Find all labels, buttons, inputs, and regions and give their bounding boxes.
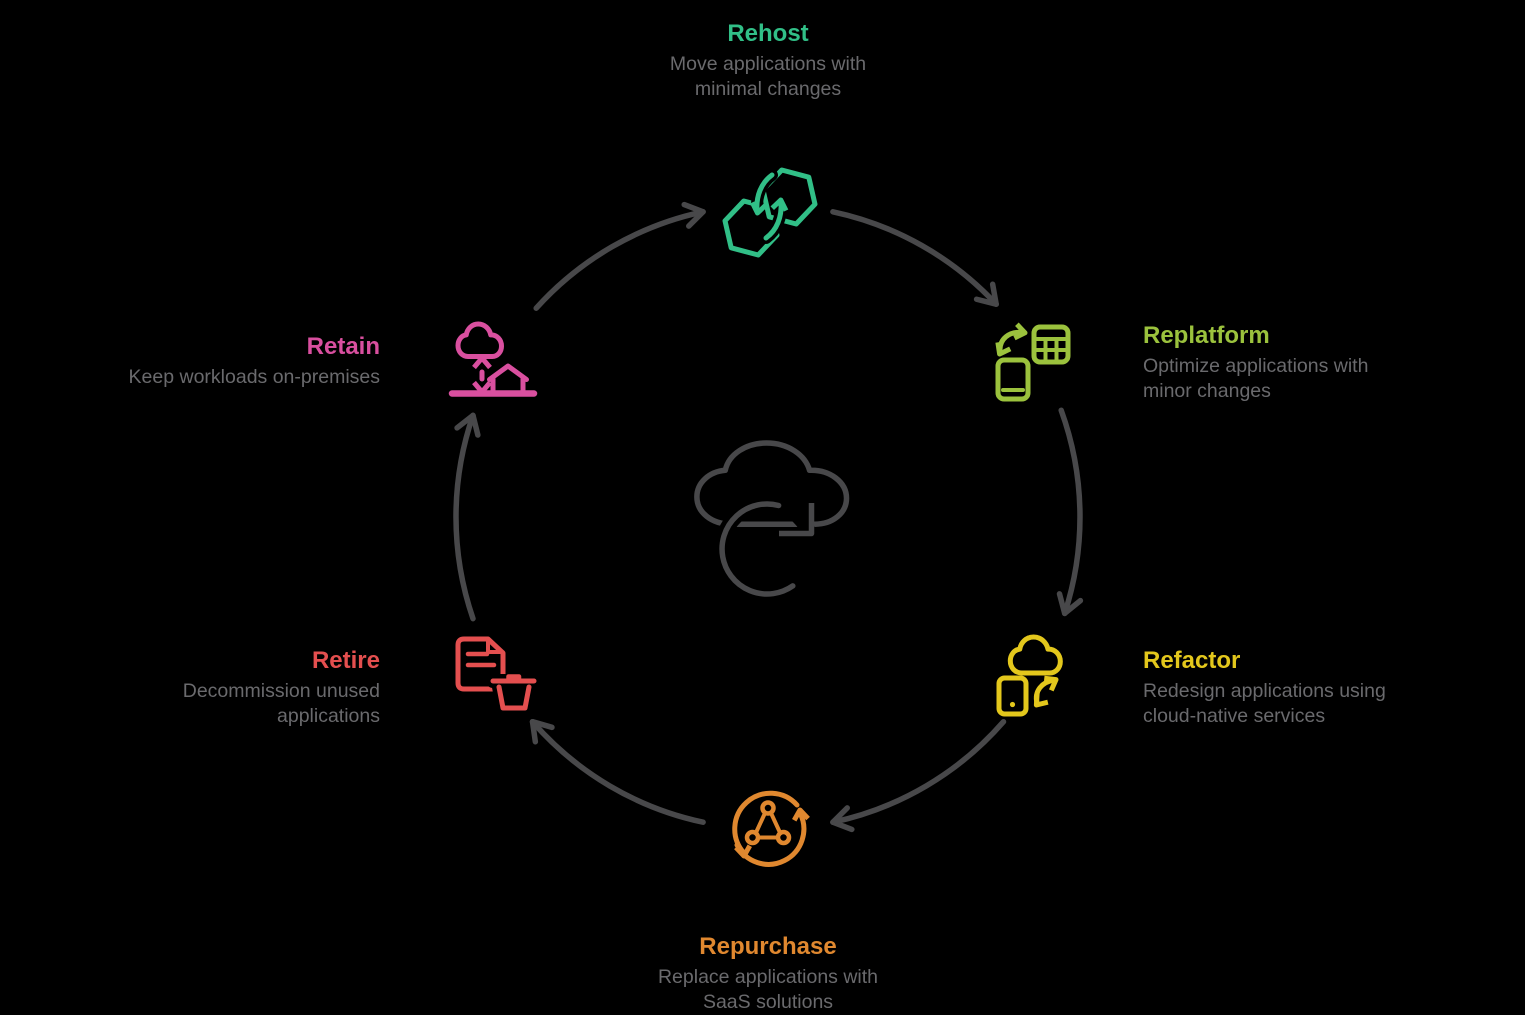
- arrow-rehost-to-replatform: [830, 209, 999, 307]
- node-repurchase-label: Repurchase Replace applications with Saa…: [568, 933, 968, 1015]
- rehost-description: Move applications with minimal changes: [568, 52, 968, 102]
- hexagon-sync-icon: [722, 163, 822, 258]
- retire-description: Decommission unused applications: [40, 679, 380, 729]
- table-outline: [1031, 324, 1071, 365]
- node-left: [744, 829, 761, 846]
- node-top: [760, 800, 776, 816]
- refresh-arc: [719, 501, 796, 597]
- retire-desc-line-1: Decommission unused: [182, 680, 380, 702]
- device-table-swap-icon: [995, 322, 1071, 402]
- swap-arrow-head-up: [1043, 675, 1059, 692]
- phone-outline: [996, 675, 1029, 717]
- cloud-shape: [697, 443, 847, 524]
- arrow-retain-to-rehost: [533, 201, 706, 311]
- retain-description: Keep workloads on-premises: [40, 365, 380, 390]
- node-refactor-label: Refactor Redesign applications using clo…: [1143, 647, 1493, 729]
- retire-desc-line-2: applications: [277, 705, 380, 727]
- arrow-retire-to-retain: [453, 412, 481, 622]
- cloud-shape: [458, 324, 502, 356]
- repurchase-description: Replace applications with SaaS solutions: [568, 965, 968, 1015]
- sync-arrow-down-head: [750, 201, 768, 216]
- replatform-description: Optimize applications with minor changes: [1143, 354, 1493, 404]
- node-right: [775, 829, 792, 846]
- trash-can: [490, 674, 537, 711]
- retain-title: Retain: [306, 333, 380, 360]
- retain-desc-line-1: Keep workloads on-premises: [128, 366, 380, 388]
- table-gridlines: [1034, 337, 1068, 362]
- refresh-arc-head-up: [792, 807, 810, 822]
- document-trash-icon: [455, 636, 541, 715]
- arrow-repurchase-to-retire: [529, 718, 706, 825]
- arrow-replatform-to-refactor: [1056, 407, 1084, 617]
- phone-outline: [995, 357, 1031, 402]
- refresh-arc-head-down: [734, 844, 752, 859]
- swap-arrow-head-down: [1033, 693, 1049, 708]
- node-retain-label: Retain Keep workloads on-premises: [40, 333, 380, 390]
- replatform-desc-line-1: Optimize applications with: [1143, 355, 1369, 377]
- node-rehost-label: Rehost Move applications with minimal ch…: [568, 20, 968, 102]
- node-replatform-label: Replatform Optimize applications with mi…: [1143, 322, 1493, 404]
- refresh-arc-right: [734, 810, 807, 867]
- network-triangle: [744, 800, 792, 846]
- replatform-desc-line-2: minor changes: [1143, 380, 1271, 402]
- network-refresh-icon: [732, 790, 810, 867]
- rehost-title: Rehost: [727, 20, 809, 47]
- replatform-title: Replatform: [1143, 322, 1270, 349]
- refactor-desc-line-1: Redesign applications using: [1143, 680, 1386, 702]
- arrow-head-up: [472, 355, 492, 370]
- house-shape: [487, 363, 529, 395]
- arrow-refactor-to-repurchase: [830, 718, 1007, 833]
- cycle-arrows: [453, 201, 1084, 833]
- repurchase-title: Repurchase: [699, 933, 837, 960]
- sync-arrow-up-head: [770, 197, 789, 212]
- rehost-desc-line-2: minimal changes: [694, 78, 842, 100]
- refactor-description: Redesign applications using cloud-native…: [1143, 679, 1493, 729]
- retire-title: Retire: [311, 647, 380, 674]
- updown-arrow: [472, 355, 492, 395]
- cloud-refresh-icon: [697, 443, 847, 602]
- repurchase-desc-line-1: Replace applications with: [657, 966, 879, 988]
- refactor-title: Refactor: [1143, 647, 1241, 674]
- trash-body: [496, 684, 532, 711]
- refresh-arrow-corner: [779, 503, 815, 537]
- phone-dot: [1009, 701, 1016, 708]
- refactor-desc-line-2: cloud-native services: [1143, 705, 1326, 727]
- node-retire-label: Retire Decommission unused applications: [40, 647, 380, 729]
- cloud-house-icon: [448, 324, 538, 397]
- rehost-desc-line-1: Move applications with: [669, 53, 867, 75]
- cloud-device-sync-icon: [996, 637, 1060, 717]
- repurchase-desc-line-2: SaaS solutions: [702, 991, 834, 1013]
- refresh-arc-left: [732, 790, 800, 856]
- cloud-shape: [1010, 637, 1060, 673]
- swap-arrow-head-left: [995, 341, 1012, 357]
- swap-arrow-head-right: [1013, 322, 1028, 341]
- trash-handle: [506, 674, 522, 683]
